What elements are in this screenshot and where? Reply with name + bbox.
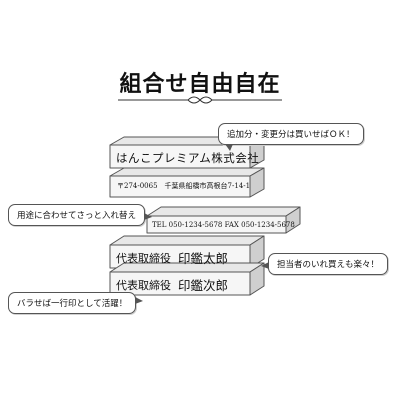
person-1-name: 印鑑太郎: [178, 251, 229, 266]
address-text: 〒274-0065 千葉県船橋市高根台7-14-1: [117, 182, 251, 190]
callout-tail: [261, 262, 269, 269]
callout-add-change: 追加分・変更分は買いせばＯＫ！: [218, 123, 364, 151]
stamp-block-telfax: [146, 206, 301, 234]
stamp-block-address: [109, 167, 265, 198]
person-2-name: 印鑑次郎: [178, 278, 229, 293]
tel-fax-text: TEL 050-1234-5678 FAX 050-1234-5678: [152, 221, 295, 229]
page-title: 組合せ自由自在: [119, 72, 281, 97]
person-2-title: 代表取締役: [116, 279, 171, 292]
callout-staff-change-text: 担当者のいれ買えも楽々！: [277, 260, 380, 270]
callout-tail: [225, 144, 233, 151]
callout-swap-use-text: 用途に合わせてさっと入れ替え: [17, 211, 137, 221]
callout-tail: [144, 213, 153, 220]
callout-tail: [135, 297, 144, 304]
callout-swap-use: 用途に合わせてさっと入れ替え: [8, 204, 153, 226]
callout-add-change-text: 追加分・変更分は買いせばＯＫ！: [227, 130, 355, 140]
callout-single-line: バラせば一行印として活躍！: [8, 292, 144, 314]
stamp-block-person-1: [109, 235, 265, 269]
callout-single-line-text: バラせば一行印として活躍！: [17, 299, 128, 309]
title-ornament: [118, 96, 282, 104]
callout-staff-change: 担当者のいれ買えも楽々！: [261, 253, 389, 275]
person-1-title: 代表取締役: [116, 252, 171, 265]
company-name-text: はんこプレミアム株式会社: [116, 151, 260, 165]
